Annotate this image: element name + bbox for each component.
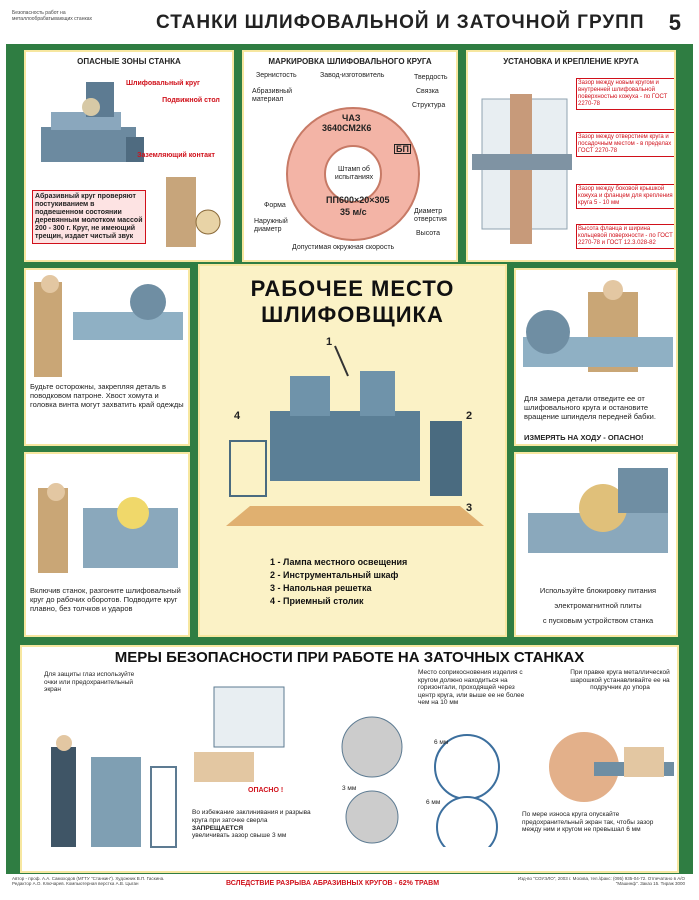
- gap-3mm: 3 мм: [342, 785, 357, 792]
- wheel-mark: БП: [394, 144, 411, 154]
- bench-grinder-illustration: [51, 735, 177, 848]
- measurement-warning: ИЗМЕРЯТЬ НА ХОДУ - ОПАСНО!: [524, 433, 644, 442]
- callout-4: 4: [234, 410, 241, 422]
- eye-protection-note: Для защиты глаз используйте очки или пре…: [44, 671, 135, 693]
- wheel-gap-illustration: [341, 716, 500, 847]
- callout-3: 3: [466, 502, 473, 514]
- panel-grinder-workplace: РАБОЧЕЕ МЕСТО ШЛИФОВЩИКА 1 2 3 4 1 - Лам…: [198, 264, 507, 637]
- publisher-info: Изд-во "СОУЭЛО", 2003 г. Москва, тел./фа…: [517, 876, 685, 886]
- workplace-title-line-1: РАБОЧЕЕ МЕСТО: [250, 276, 455, 301]
- dressing-note: При правке круга металлической шарошкой …: [570, 669, 670, 691]
- wheel-line-3: ПП600×20×305: [326, 195, 390, 205]
- panel-title: ОПАСНЫЕ ЗОНЫ СТАНКА: [77, 57, 181, 66]
- shield-wear-note: По мере износа круга опускайте предохран…: [522, 811, 654, 833]
- mount-note-gap-cover: Зазор между новым кругом и внутренней шл…: [576, 78, 674, 110]
- worker-lathe-illustration: [34, 275, 183, 377]
- callout-2: 2: [466, 410, 473, 422]
- label-height: Высота: [416, 230, 441, 237]
- sharpening-title: МЕРЫ БЕЗОПАСНОСТИ ПРИ РАБОТЕ НА ЗАТОЧНЫХ…: [114, 649, 585, 666]
- panel-danger-zones: ОПАСНЫЕ ЗОНЫ СТАНКА Шлифовальный круг По…: [24, 50, 234, 262]
- chuck-caution-caption: Будьте осторожны, закрепляя деталь в пов…: [30, 382, 184, 409]
- measurement-caption: Для замера детали отведите ее от шлифова…: [524, 394, 656, 421]
- label-wheel: Шлифовальный круг: [126, 80, 200, 87]
- workplace-title-line-2: ШЛИФОВЩИКА: [261, 302, 444, 327]
- label-ground-contact: Заземляющий контакт: [137, 152, 215, 159]
- legend-item: 4 - Приемный столик: [270, 596, 364, 606]
- panel-wheel-marking: МАРКИРОВКА ШЛИФОВАЛЬНОГО КРУГА Зернистос…: [242, 50, 458, 262]
- mount-note-flange-height: Высота фланца и ширина кольцевой поверхн…: [576, 224, 674, 249]
- wheel-check-note: Абразивный круг проверяют постукиванием …: [32, 190, 146, 244]
- legend-item: 1 - Лампа местного освещения: [270, 557, 408, 567]
- workplace-legend: 1 - Лампа местного освещения 2 - Инструм…: [270, 556, 407, 608]
- workplace-illustration: [226, 345, 484, 526]
- header: Безопасность работ на металлообрабатываю…: [6, 6, 693, 44]
- label-shape: Форма: [264, 202, 286, 209]
- magnetic-plate-caption-1: Используйте блокировку питания: [539, 586, 657, 595]
- label-structure: Структура: [412, 102, 446, 109]
- panel-wheel-mounting: УСТАНОВКА И КРЕПЛЕНИЕ КРУГА Зазор между …: [466, 50, 676, 262]
- drill-sharpening-illustration: [194, 686, 285, 782]
- page-title: СТАНКИ ШЛИФОВАЛЬНОЙ И ЗАТОЧНОЙ ГРУПП: [156, 12, 645, 33]
- panel-chuck-caution: Будьте осторожны, закрепляя деталь в пов…: [24, 268, 190, 446]
- panel-sharpening-safety: МЕРЫ БЕЗОПАСНОСТИ ПРИ РАБОТЕ НА ЗАТОЧНЫХ…: [20, 645, 679, 873]
- poster: Безопасность работ на металлообрабатываю…: [6, 6, 693, 894]
- wheel-line-4: 35 м/с: [340, 207, 367, 217]
- label-maker: Завод-изготовитель: [320, 72, 385, 79]
- worker-startup-illustration: [38, 483, 178, 573]
- jam-note-1: Во избежание заклинивания и разрыва круг…: [192, 809, 311, 824]
- panel-title: МАРКИРОВКА ШЛИФОВАЛЬНОГО КРУГА: [268, 57, 432, 66]
- hammer-check-illustration: [166, 177, 221, 247]
- label-hole-diameter: Диаметр отверстия: [414, 208, 447, 223]
- panel-measurement: Для замера детали отведите ее от шлифова…: [514, 268, 678, 446]
- marked-wheel-illustration: [286, 107, 420, 241]
- danger-label: ОПАСНО !: [248, 787, 284, 794]
- mount-note-gap-hole: Зазор между отверстием круга и посадочны…: [576, 132, 674, 157]
- label-table: Подвижной стол: [162, 97, 220, 104]
- label-bond: Связка: [416, 88, 439, 95]
- wheel-mount-illustration: [472, 94, 572, 244]
- label-hardness: Твердость: [414, 74, 448, 81]
- footer: Автор - проф. А.А. Самоходов (МГТУ "Стан…: [6, 874, 693, 894]
- gap-6mm-top: 6 мм: [434, 739, 449, 746]
- panel-title: УСТАНОВКА И КРЕПЛЕНИЕ КРУГА: [503, 57, 639, 66]
- label-grain: Зернистость: [256, 72, 297, 79]
- label-outer-diameter: Наружный диаметр: [254, 218, 288, 233]
- startup-caption: Включив станок, разгоните шлифовальный к…: [30, 586, 181, 613]
- callout-1: 1: [326, 336, 333, 348]
- label-speed: Допустимая окружная скорость: [292, 244, 395, 251]
- wheel-line-1: ЧАЗ: [342, 113, 361, 123]
- series-logo-text: Безопасность работ на металлообрабатываю…: [12, 10, 93, 22]
- surface-grinder-illustration: [528, 468, 668, 553]
- grinding-machine-illustration: [41, 82, 144, 162]
- wheel-dressing-illustration: [549, 732, 674, 802]
- legend-item: 3 - Напольная решетка: [270, 583, 372, 593]
- legend-item: 2 - Инструментальный шкаф: [270, 570, 399, 580]
- worker-measuring-illustration: [523, 280, 673, 372]
- panel-magnetic-plate: Используйте блокировку питания электрома…: [514, 452, 678, 637]
- magnetic-plate-caption-2: электромагнитной плиты: [554, 601, 642, 610]
- label-abrasive: Абразивный материал: [252, 88, 293, 103]
- injury-stat: ВСЛЕДСТВИЕ РАЗРЫВА АБРАЗИВНЫХ КРУГОВ - 6…: [226, 880, 440, 887]
- contact-point-note: Место соприкосновения изделия с кругом д…: [418, 669, 525, 706]
- label-stamp: Штамп об испытаниях: [334, 166, 374, 181]
- mount-note-gap-flange: Зазор между боковой крышкой кожуха и фла…: [576, 184, 674, 209]
- credits: Автор - проф. А.А. Самоходов (МГТУ "Стан…: [12, 876, 165, 886]
- panel-startup: Включив станок, разгоните шлифовальный к…: [24, 452, 190, 637]
- gap-6mm-bottom: 6 мм: [426, 799, 441, 806]
- jam-forbidden: ЗАПРЕЩАЕТСЯ: [192, 825, 244, 832]
- page-number: 5: [668, 10, 681, 35]
- magnetic-plate-caption-3: с пусковым устройством станка: [542, 616, 654, 625]
- wheel-line-2: 3640СМ2К6: [322, 123, 372, 133]
- jam-note-2: увеличивать зазор свыше 3 мм: [192, 832, 287, 839]
